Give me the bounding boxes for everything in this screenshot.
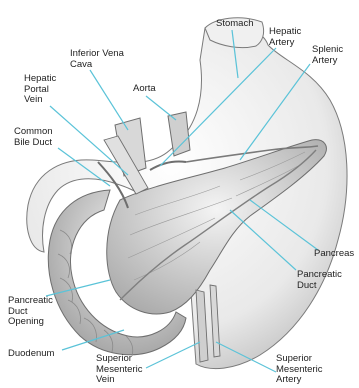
label-duodenum: Duodenum <box>8 349 54 360</box>
label-hepatic-artery: Hepatic Artery <box>269 27 301 48</box>
leader-aorta <box>146 96 176 120</box>
label-inferior-vena-cava: Inferior Vena Cava <box>70 49 124 70</box>
label-splenic-artery: Splenic Artery <box>312 45 343 66</box>
label-pancreatic-duct-opening: Pancreatic Duct Opening <box>8 296 53 328</box>
label-pancreatic-duct: Pancreatic Duct <box>297 270 342 291</box>
leader-inferior-vena-cava <box>90 70 128 130</box>
label-hepatic-portal-vein: Hepatic Portal Vein <box>24 74 56 106</box>
label-pancreas: Pancreas <box>314 249 354 260</box>
label-superior-mesenteric-artery: Superior Mesenteric Artery <box>276 354 322 386</box>
label-superior-mesenteric-vein: Superior Mesenteric Vein <box>96 354 142 386</box>
label-aorta: Aorta <box>133 84 156 95</box>
label-stomach: Stomach <box>216 19 254 30</box>
label-common-bile-duct: Common Bile Duct <box>14 127 53 148</box>
